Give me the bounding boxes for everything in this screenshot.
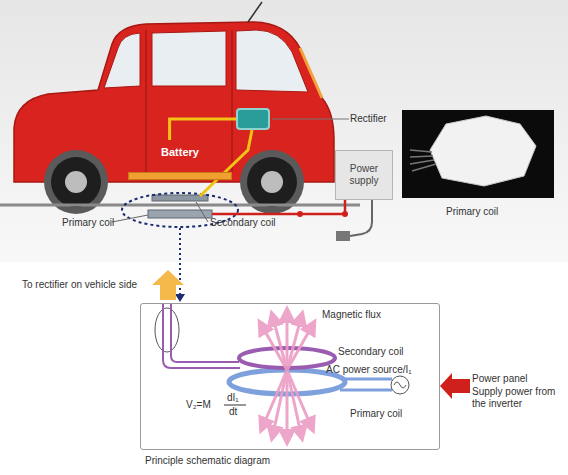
pad-cables xyxy=(410,150,436,171)
label-text: Secondary coil xyxy=(338,346,404,358)
ground-line xyxy=(0,204,360,207)
car-stripe xyxy=(300,48,322,98)
battery-fill xyxy=(128,172,232,180)
arrow-head xyxy=(175,294,185,302)
primary-leads xyxy=(340,379,392,390)
wheel xyxy=(247,157,297,207)
power-supply-box: Power supply xyxy=(335,150,393,200)
coil-photo: Primary coil xyxy=(402,110,554,198)
primary-coil xyxy=(148,210,212,218)
node-text: Primary coil xyxy=(446,206,498,218)
wire-connector xyxy=(170,119,236,140)
cable-dot xyxy=(297,211,303,217)
ac-source xyxy=(391,376,409,394)
sine-symbol xyxy=(394,382,406,388)
power-cord xyxy=(350,200,372,236)
node-text: Battery xyxy=(128,146,232,158)
label-text: Supply power from the inverter xyxy=(472,386,564,410)
node-text: Power supply xyxy=(336,163,392,187)
label-text: Primary coil xyxy=(62,217,114,229)
label-text: Power panel xyxy=(472,373,528,385)
red-arrow xyxy=(440,373,470,399)
photo-frame xyxy=(402,110,554,198)
rectifier-box: Rectifier xyxy=(236,108,270,130)
label-text: AC power source/I₁ xyxy=(326,364,412,376)
label-text: To rectifier on vehicle side xyxy=(22,279,137,291)
wheel xyxy=(51,157,101,207)
wheel-hub xyxy=(261,171,283,193)
car-windshield xyxy=(236,30,308,92)
plug xyxy=(336,231,350,241)
cable-dot xyxy=(342,211,348,217)
label-text: Primary coil xyxy=(350,408,402,420)
yellow-wire xyxy=(200,130,252,196)
label-text: dt xyxy=(229,406,237,418)
fraction-bar xyxy=(224,405,246,406)
label-text: dI₁ xyxy=(227,392,239,404)
label-text: Magnetic flux xyxy=(322,309,381,321)
background xyxy=(0,0,568,262)
orange-arrow xyxy=(152,270,184,300)
node-text: Principle schematic diagram xyxy=(145,455,270,467)
coil-pad xyxy=(430,116,536,186)
leader-line xyxy=(112,215,148,222)
current-loop xyxy=(155,308,179,352)
battery-bar: Battery xyxy=(128,140,232,182)
schematic-panel: Principle schematic diagram xyxy=(140,303,440,450)
car-window xyxy=(152,31,226,86)
car-window xyxy=(104,33,140,88)
label-text: V₂=M xyxy=(186,399,211,411)
leader-line xyxy=(196,202,208,222)
secondary-leads xyxy=(163,303,240,368)
label-text: Secondary coil xyxy=(210,217,276,229)
secondary-coil xyxy=(152,195,208,201)
power-cable xyxy=(212,200,345,214)
car-antenna xyxy=(248,2,262,22)
leader-line xyxy=(272,119,349,120)
flux-arrows xyxy=(262,314,312,438)
wheel-hub xyxy=(65,171,87,193)
node-text: Rectifier xyxy=(350,113,387,125)
